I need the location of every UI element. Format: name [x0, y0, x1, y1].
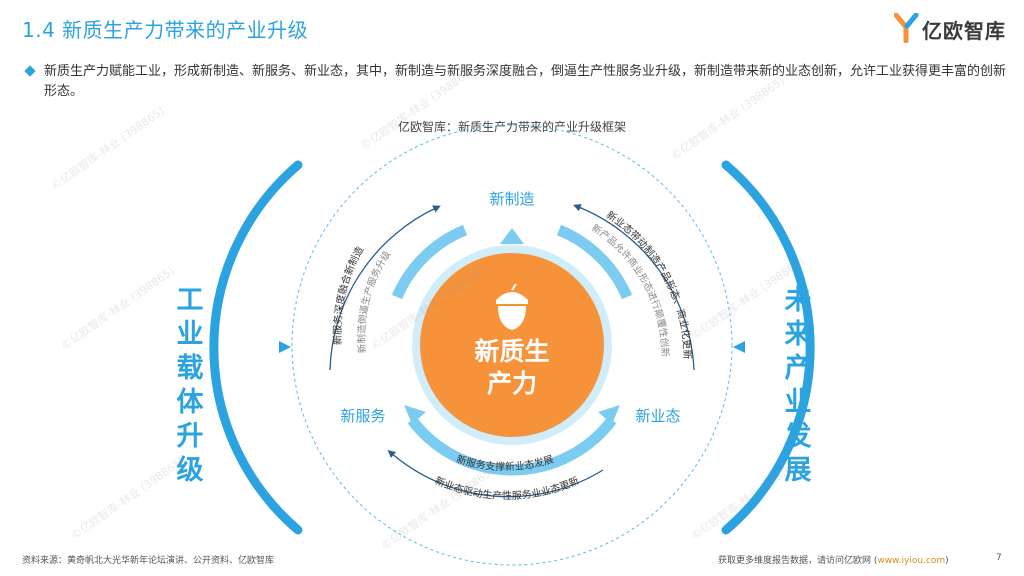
left-arc-arrow-icon: [279, 341, 291, 353]
node-new-service: 新服务: [340, 407, 385, 425]
page-title: 1.4 新质生产力带来的产业升级: [22, 18, 309, 42]
ring-segment-upper-left: [391, 224, 468, 300]
footer-more-prefix: 获取更多维度报告数据，请访问亿欧网 (: [718, 556, 878, 566]
ring-segment-bottom: [407, 416, 617, 476]
page-number: 7: [996, 553, 1002, 563]
left-outer-arc: [209, 160, 303, 535]
intro-text: 新质生产力赋能工业，形成新制造、新服务、新业态，其中，新制造与新服务深度融合，倒…: [44, 64, 1007, 99]
acorn-icon: [496, 283, 528, 330]
source-note: 资料来源：黄奇帆北大光华新年论坛演讲、公开资料、亿欧智库: [22, 556, 275, 566]
node-new-business: 新业态: [635, 407, 680, 425]
arrow-left-upper: [329, 205, 441, 371]
ring-segment-upper-right: [556, 224, 633, 300]
arrow-right-upper: [573, 204, 695, 371]
brand-logo: 亿欧智库: [894, 13, 1014, 45]
website-link[interactable]: www.iyiou.com: [877, 556, 946, 566]
diagram-caption: 亿欧智库：新质生产力带来的产业升级框架: [397, 120, 626, 134]
center-label-line1: 新质生: [474, 337, 549, 366]
triangle-left-icon: [404, 405, 426, 424]
footer-more-suffix: ): [945, 556, 949, 566]
logo-text: 亿欧智库: [922, 19, 1006, 43]
node-new-manufacturing: 新制造: [489, 190, 534, 208]
side-label-future-industry: 未来产业发展: [784, 285, 812, 486]
dashed-ring: [291, 124, 733, 566]
side-label-industrial-carrier: 工业载体升级: [176, 285, 204, 486]
center-label-line2: 产力: [487, 369, 537, 398]
right-arc-arrow-icon: [733, 341, 745, 353]
center-circle: [420, 253, 604, 437]
right-outer-arc: [721, 160, 815, 535]
triangle-right-icon: [598, 405, 620, 424]
triangle-top-icon: [500, 228, 524, 244]
intro-bullet: 新质生产力赋能工业，形成新制造、新服务、新业态，其中，新制造与新服务深度融合，倒…: [24, 62, 1016, 102]
footer-more: 获取更多维度报告数据，请访问亿欧网 (www.iyiou.com): [718, 553, 949, 566]
logo-icon: [894, 13, 919, 43]
arrow-bottom: [387, 449, 604, 498]
